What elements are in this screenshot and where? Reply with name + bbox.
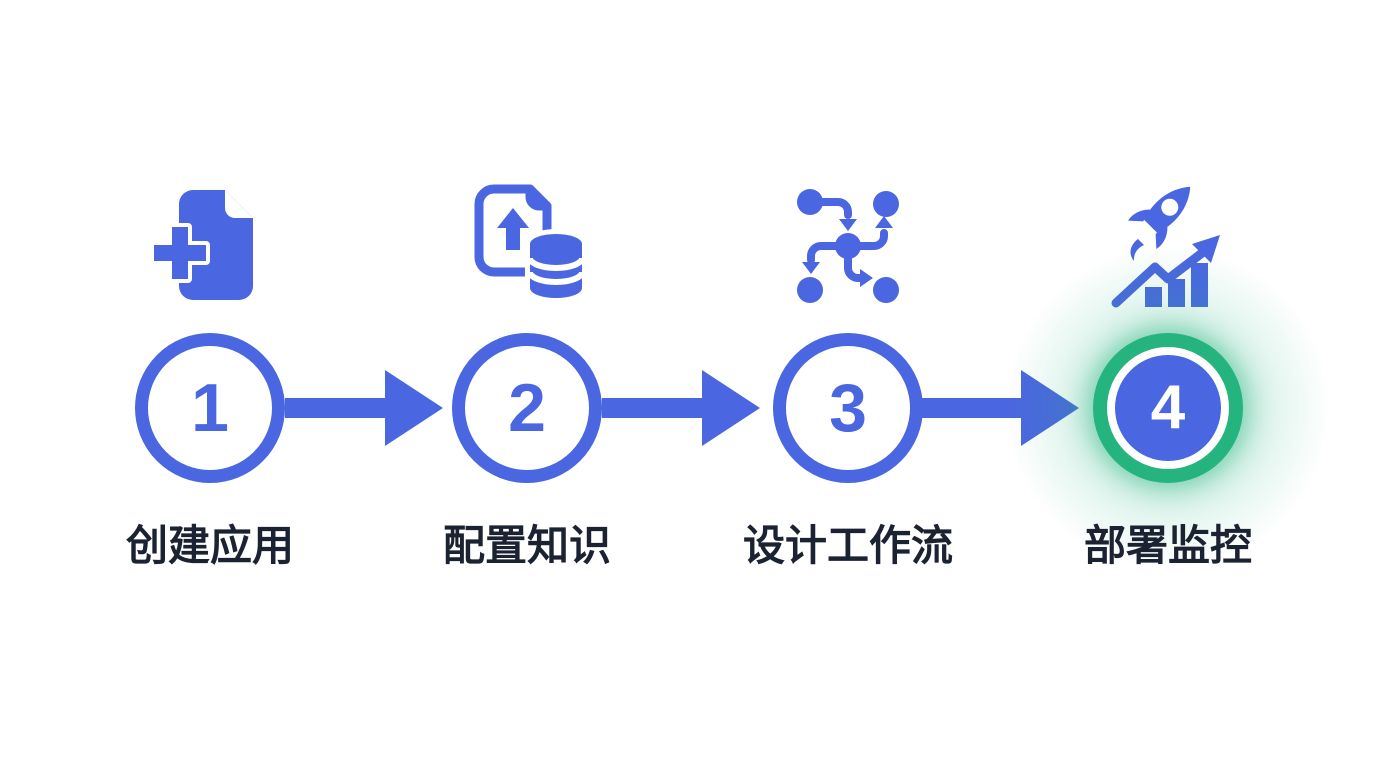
step-design-workflow: 3 设计工作流: [728, 0, 968, 768]
step-number: 1: [191, 370, 229, 446]
step-connector-arrow-icon: [921, 370, 1079, 446]
file-plus-icon: [150, 190, 253, 300]
step-number: 3: [829, 370, 867, 446]
step-create-app: 1 创建应用: [90, 0, 330, 768]
step-deploy-monitor: 4 部署监控: [1008, 0, 1328, 768]
step-number-badge-active: 4: [1008, 248, 1328, 568]
step-label: 部署监控: [1083, 522, 1252, 569]
step-number-badge: 2: [452, 333, 602, 483]
step-connector-arrow-icon: [285, 370, 443, 446]
step-number: 2: [508, 370, 546, 446]
step-number-badge: 3: [773, 333, 923, 483]
step-label: 配置知识: [442, 522, 611, 569]
step-number-badge: 1: [135, 333, 285, 483]
step-number: 4: [1150, 373, 1186, 442]
step-label: 创建应用: [125, 522, 294, 569]
step-connector-arrow-icon: [602, 370, 760, 446]
step-label: 设计工作流: [742, 522, 953, 569]
step-configure-knowledge: 2 配置知识: [407, 0, 647, 768]
active-green-ring: 4: [1093, 333, 1243, 483]
file-upload-database-icon: [474, 184, 587, 303]
rocket-growth-chart-icon: [1111, 186, 1220, 308]
workflow-nodes-icon: [797, 189, 899, 303]
